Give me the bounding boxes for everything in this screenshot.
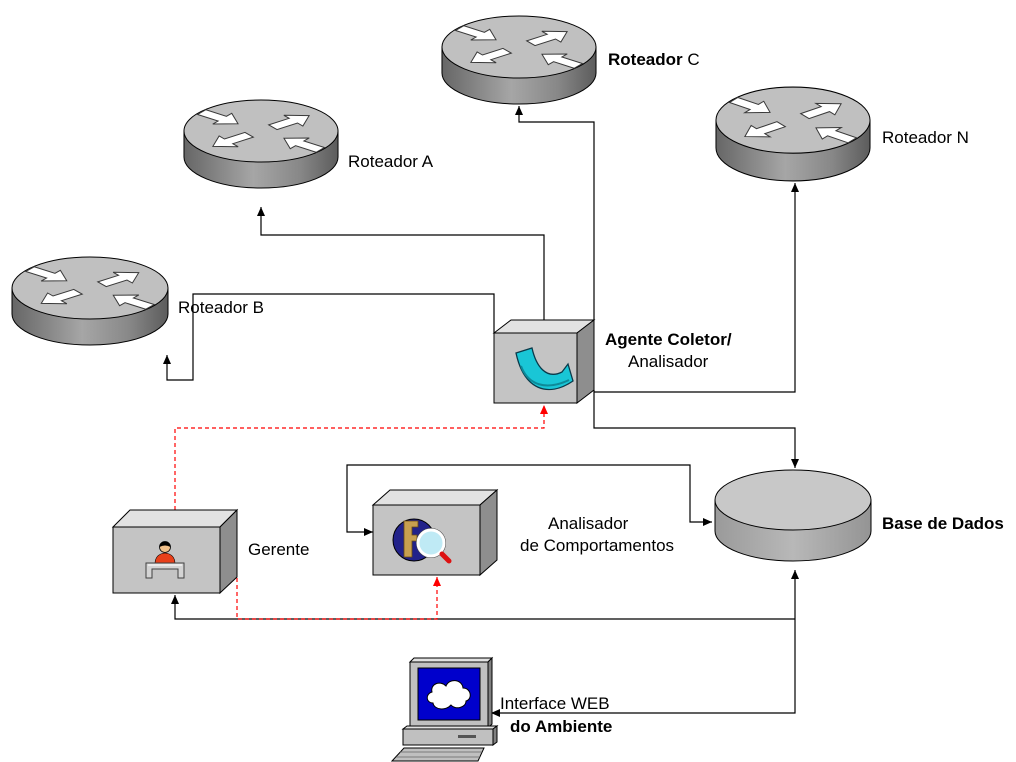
base-dados-label: Base de Dados: [882, 514, 1004, 533]
roteador-c-label-name: Roteador: [608, 50, 683, 69]
node-agente-coletor: Agente Coletor/ Analisador: [492, 318, 732, 405]
agente-box: [492, 318, 596, 405]
roteador-c-label-suffix: C: [687, 50, 699, 69]
node-roteador-n: Roteador N: [715, 86, 969, 182]
roteador-n-label: Roteador N: [882, 128, 969, 147]
roteador-a-label: Roteador A: [348, 152, 434, 171]
database-icon: [714, 469, 872, 562]
router-icon: [441, 15, 597, 105]
gerente-box: [111, 508, 239, 595]
control-link-gerente-analisador: [236, 577, 441, 620]
node-gerente: Gerente: [111, 508, 309, 595]
agente-label-line2: Analisador: [628, 352, 709, 371]
node-interface-web: Interface WEB do Ambiente: [390, 656, 612, 762]
analisador-label-line2: de Comportamentos: [520, 536, 674, 555]
link-base-dados-interface-web: [491, 570, 799, 717]
link-agente-roteador-b: [163, 293, 495, 381]
gerente-label: Gerente: [248, 540, 309, 559]
node-roteador-b: Roteador B: [11, 256, 264, 346]
link-agente-roteador-n: [594, 183, 799, 393]
person-at-desk-icon: [145, 541, 185, 579]
router-icon: [715, 86, 871, 182]
analisador-box: [371, 488, 499, 577]
node-base-dados: Base de Dados: [714, 469, 1004, 562]
interface-web-label-line1: Interface WEB: [500, 694, 610, 713]
globe-magnifier-icon: [392, 518, 452, 564]
keyboard: [390, 747, 485, 762]
link-agente-roteador-c: [515, 106, 595, 320]
router-icon: [11, 256, 169, 346]
router-icon: [183, 99, 339, 189]
interface-web-label-line2: do Ambiente: [510, 717, 612, 736]
agente-label-line1: Agente Coletor/: [605, 330, 732, 349]
control-link-gerente-agente: [174, 405, 548, 510]
roteador-b-label: Roteador B: [178, 298, 264, 317]
computer-icon: [390, 656, 499, 762]
connections: [163, 106, 799, 717]
link-analisador-base-dados: [346, 464, 712, 536]
link-base-dados-gerente: [171, 595, 795, 620]
node-analisador-comportamentos: Analisador de Comportamentos: [371, 488, 674, 577]
cloud-icon: [426, 680, 471, 710]
node-roteador-a: Roteador A: [183, 99, 434, 189]
analisador-label-line1: Analisador: [548, 514, 629, 533]
link-agente-roteador-a: [257, 207, 545, 320]
link-agente-base-dados: [593, 390, 799, 468]
